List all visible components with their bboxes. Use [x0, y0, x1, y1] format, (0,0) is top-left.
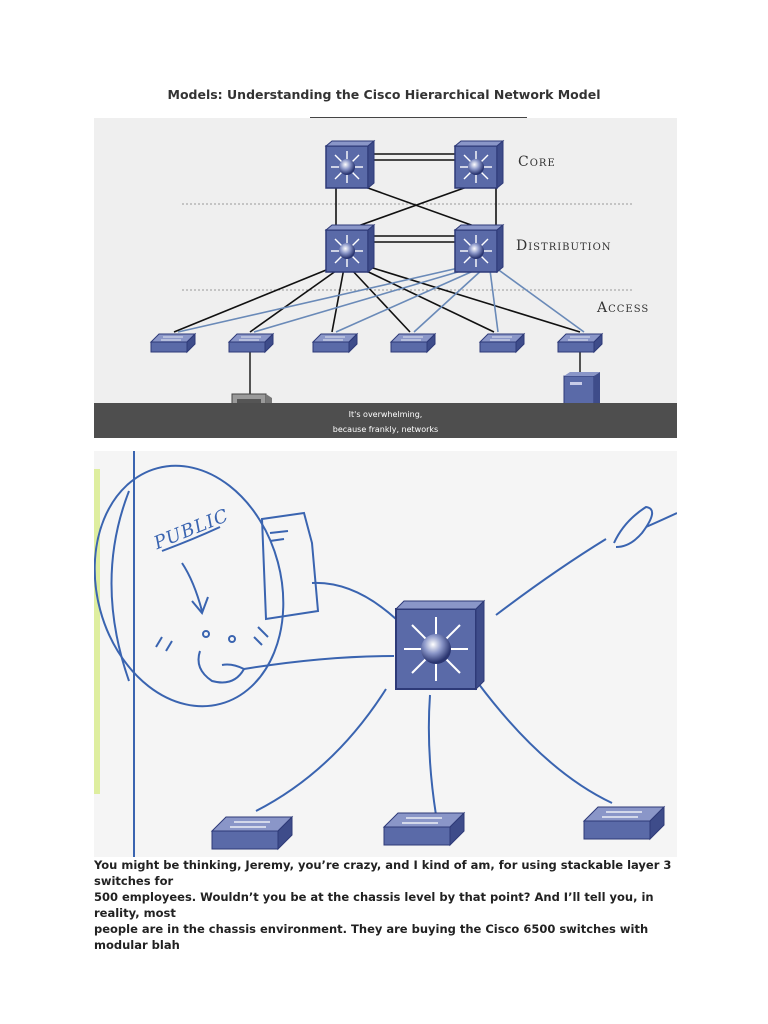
access-switch-1	[150, 333, 196, 353]
distribution-router-left	[325, 224, 375, 273]
access-switch-2	[228, 333, 274, 353]
document-doodle	[260, 511, 320, 621]
distribution-layer-label: Distribution	[516, 238, 612, 254]
core-layer-label: Core	[518, 154, 556, 170]
caption-line-2: because frankly, networks	[332, 425, 439, 434]
layer3-switch-icon	[394, 599, 486, 691]
access-switch-3	[312, 333, 358, 353]
video-caption-bar: It's overwhelming, because frankly, netw…	[94, 403, 677, 438]
title-divider	[310, 117, 527, 119]
access-switch-5	[479, 333, 525, 353]
core-router-right	[454, 140, 504, 189]
access-switch-4	[390, 333, 436, 353]
distribution-router-right	[454, 224, 504, 273]
public-ellipse	[94, 464, 285, 708]
core-router-left	[325, 140, 375, 189]
body-line-3: people are in the chassis environment. T…	[94, 922, 649, 952]
caption-line-1: It's overwhelming,	[348, 410, 423, 419]
user-doodle	[155, 626, 269, 684]
access-switch-right	[583, 806, 665, 840]
body-line-1: You might be thinking, Jeremy, you’re cr…	[94, 858, 672, 888]
body-paragraph: You might be thinking, Jeremy, you’re cr…	[94, 857, 694, 953]
access-switch-6	[557, 333, 603, 353]
whiteboard-sketch: Public	[94, 451, 677, 857]
access-layer-label: Access	[597, 300, 650, 316]
distribution-left-links	[173, 263, 581, 333]
highlighter-stripe	[94, 469, 100, 794]
distribution-right-links	[177, 263, 585, 333]
body-line-2: 500 employees. Wouldn’t you be at the ch…	[94, 890, 654, 920]
access-switch-left	[211, 816, 293, 850]
core-links	[335, 153, 497, 243]
access-switch-middle	[383, 812, 465, 846]
hierarchical-network-diagram: Core Distribution Access It's overwhelmi…	[94, 118, 677, 438]
page-title: Models: Understanding the Cisco Hierarch…	[167, 87, 601, 102]
